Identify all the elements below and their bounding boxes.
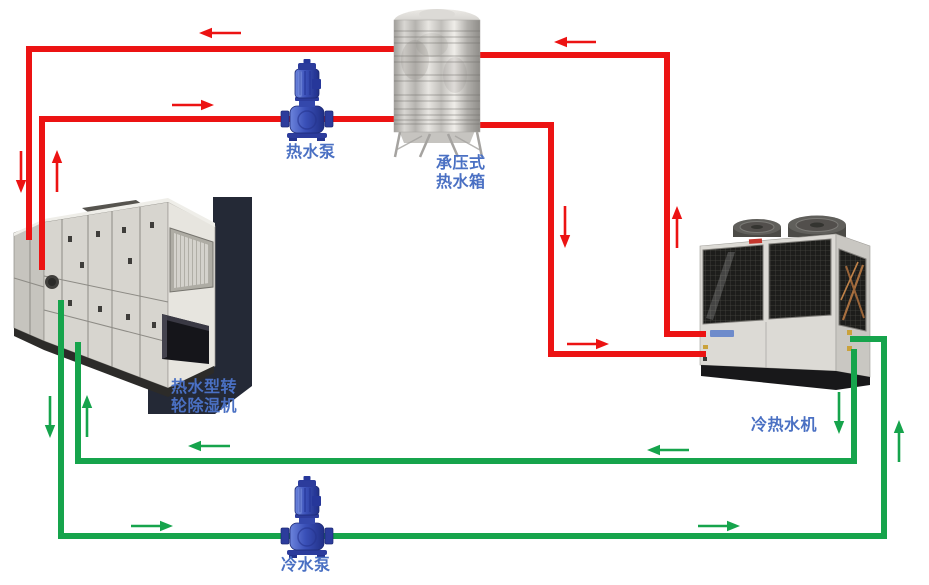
hot-arrow-right-mid-left bbox=[172, 99, 214, 111]
cold-arrow-up-right bbox=[893, 420, 905, 462]
hot-water-pipes bbox=[26, 46, 706, 357]
chiller-image bbox=[699, 215, 871, 390]
pipe-hot-tank-to-dehumidifier bbox=[26, 46, 398, 240]
hot-water-tank-image bbox=[393, 9, 484, 158]
cold-arrow-down-left bbox=[44, 396, 56, 438]
chiller-label: 冷热水机 bbox=[751, 417, 818, 434]
cold-arrow-left-upper-west bbox=[188, 440, 230, 452]
cold-arrow-right-lower-west bbox=[131, 520, 173, 532]
brand-logo bbox=[710, 330, 734, 337]
dehumidifier-label: 热水型转 轮除湿机 bbox=[171, 378, 237, 416]
cold-flow-arrows bbox=[44, 392, 905, 532]
hot-arrow-up-left bbox=[51, 150, 63, 192]
pipe-hot-dehumidifier-to-tank-via-pump bbox=[39, 116, 398, 270]
dehumidifier-image bbox=[13, 197, 252, 414]
cold-water-pipes bbox=[58, 300, 887, 539]
cold-arrow-down-right bbox=[833, 392, 845, 434]
cold-arrow-left-upper-east bbox=[647, 444, 689, 456]
hot-arrow-left-upper-right bbox=[554, 36, 596, 48]
hot-arrow-right-to-chiller bbox=[567, 338, 609, 350]
hot-water-pump-image bbox=[280, 59, 334, 141]
hot-arrow-down-left bbox=[15, 151, 27, 193]
hot-arrow-left-top bbox=[199, 27, 241, 39]
hot-flow-arrows bbox=[15, 27, 683, 350]
pipe-cold-dehumidifier-to-chiller-via-pump bbox=[58, 300, 887, 539]
cold-water-pump-image bbox=[280, 476, 334, 558]
pipe-hot-tank-to-chiller bbox=[474, 122, 706, 357]
hot-arrow-down-center bbox=[559, 206, 571, 248]
pipe-cold-chiller-to-dehumidifier bbox=[75, 342, 857, 464]
tank-label: 承压式 热水箱 bbox=[436, 154, 486, 192]
cold-arrow-right-lower-east bbox=[698, 520, 740, 532]
hot-pump-label: 热水泵 bbox=[286, 144, 336, 161]
tank-label-line2: 热水箱 bbox=[436, 174, 486, 191]
dehumidifier-label-line2: 轮除湿机 bbox=[171, 398, 238, 415]
cold-pump-label: 冷水泵 bbox=[281, 557, 331, 574]
pipe-hot-chiller-to-tank bbox=[474, 52, 706, 337]
dehumidifier-label-line1: 热水型转 bbox=[171, 379, 238, 396]
cold-arrow-up-left bbox=[81, 395, 93, 437]
hot-arrow-up-center bbox=[671, 206, 683, 248]
tank-label-line1: 承压式 bbox=[436, 155, 486, 172]
